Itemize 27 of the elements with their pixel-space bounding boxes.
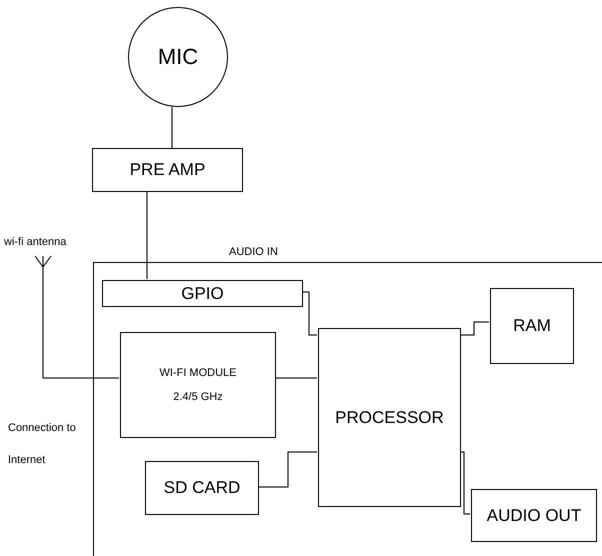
process-box (471, 489, 597, 542)
node-label: RAM (513, 316, 551, 336)
connector-line (302, 292, 318, 336)
node-label: GPIO (181, 284, 224, 304)
process-box (120, 332, 276, 438)
node-label: PROCESSOR (335, 408, 444, 428)
node-sublabel: 2.4/5 GHz (173, 391, 223, 403)
antenna-icon (34, 255, 52, 285)
process-box (318, 328, 461, 507)
process-box (92, 148, 243, 192)
node-label: WI-FI MODULE (160, 367, 236, 379)
connector-line (258, 452, 318, 488)
node-label: PRE AMP (130, 160, 206, 180)
connector-line (146, 192, 148, 280)
process-box (102, 280, 303, 307)
process-box (145, 461, 259, 515)
connector-line (42, 284, 120, 378)
text-label: AUDIO IN (229, 246, 279, 258)
process-box (490, 288, 574, 364)
board-outline (93, 262, 602, 556)
text-label: Connection to Internet (8, 421, 77, 468)
connector-line (460, 322, 490, 336)
node-label: SD CARD (164, 478, 240, 498)
text-label: wi-fi antenna (4, 236, 68, 248)
node-label: MIC (158, 44, 198, 70)
connector-line (460, 452, 470, 514)
node-label: AUDIO OUT (486, 506, 582, 526)
